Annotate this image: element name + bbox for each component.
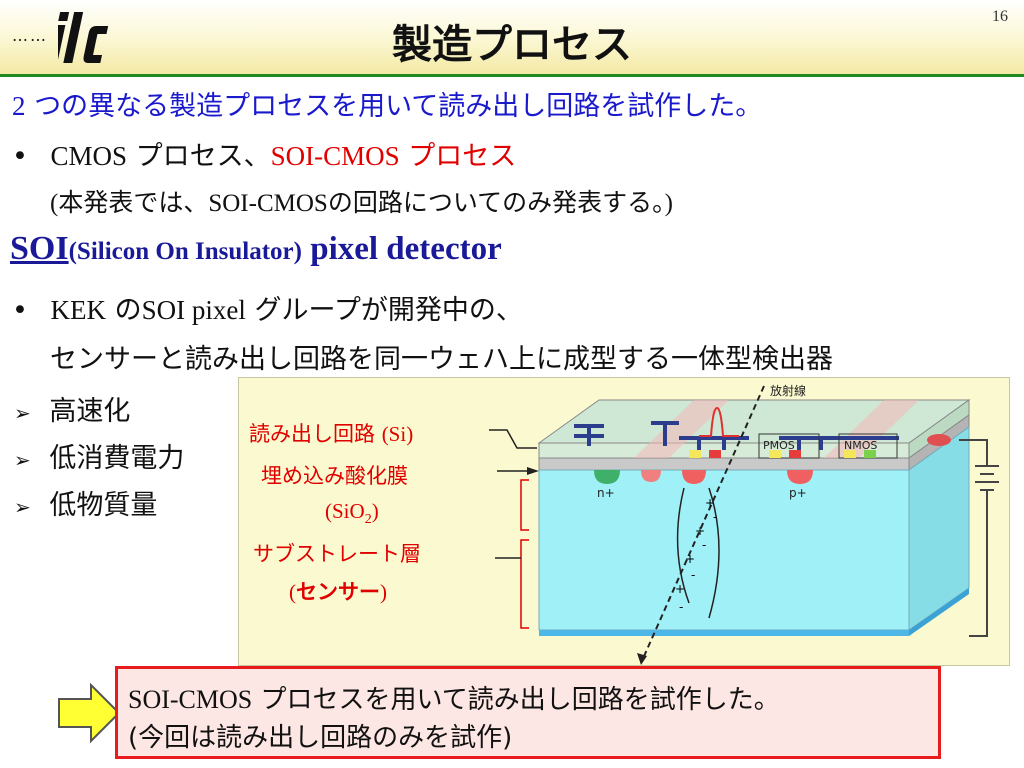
substrate-front bbox=[538, 469, 910, 631]
callout-soi-cmos: SOI-CMOS bbox=[128, 685, 253, 714]
soi-heading-soi: SOI bbox=[10, 230, 69, 267]
page-number: 16 bbox=[992, 8, 1008, 25]
paren-open: ( bbox=[50, 190, 59, 217]
substrate-label: サブストレート層 bbox=[253, 542, 421, 566]
carrier-plus: + bbox=[675, 582, 686, 596]
sensor-label: (センサー) bbox=[289, 576, 387, 606]
soi-cmos-label: SOI-CMOS bbox=[270, 141, 400, 171]
kek-label: KEK bbox=[50, 295, 107, 325]
doping-regions bbox=[689, 450, 876, 458]
soi-heading-rest: pixel detector bbox=[301, 231, 502, 267]
bias-battery-icon bbox=[959, 439, 999, 637]
layer-brackets bbox=[520, 479, 529, 629]
gate-electrode-3 bbox=[679, 436, 749, 450]
carrier-minus: - bbox=[713, 510, 718, 524]
callout-line-2: (今回は読み出し回路のみを試作) bbox=[128, 723, 513, 753]
header-divider bbox=[0, 74, 1024, 77]
pmos-label: PMOS bbox=[763, 439, 795, 452]
soi-heading-paren: (Silicon On Insulator) bbox=[68, 238, 302, 265]
sensor-text: センサー bbox=[296, 580, 380, 604]
buried-oxide-layer bbox=[538, 457, 910, 471]
note-soi-cmos: SOI-CMOS bbox=[208, 190, 328, 217]
gate-electrode-2 bbox=[651, 421, 679, 446]
carrier-plus: + bbox=[695, 524, 706, 538]
sio2-a: (SiO bbox=[325, 499, 365, 523]
arrow-bullet-icon: ➢ bbox=[14, 495, 31, 519]
buried-oxide-label: 埋め込み酸化膜 bbox=[261, 464, 408, 488]
bullet-kek: • KEK のSOI pixel グループが開発中の、 bbox=[12, 288, 523, 327]
radiation-label: 放射線 bbox=[770, 384, 807, 398]
soi-pixel-label: SOI pixel bbox=[141, 295, 246, 325]
ilc-logo-icon bbox=[58, 12, 109, 63]
nmos-label: NMOS bbox=[844, 439, 878, 452]
sio2-b: ) bbox=[371, 499, 379, 523]
carrier-drift-arrows bbox=[676, 487, 720, 619]
readout-label-text: 読み出し回路 bbox=[249, 422, 382, 446]
bullet-cmos-note: (本発表では、SOI-CMOSの回路についてのみ発表する。) bbox=[50, 183, 673, 219]
p-plus-implant bbox=[787, 470, 813, 484]
callout-line-1: SOI-CMOS プロセスを用いて読み出し回路を試作した。 bbox=[128, 679, 780, 716]
label-pointers bbox=[489, 429, 537, 559]
feature-label: 低物質量 bbox=[49, 490, 158, 521]
substrate-bottom-electrode-side bbox=[909, 588, 969, 636]
header-bar bbox=[0, 0, 1024, 74]
soi-cross-section-svg bbox=[489, 385, 999, 665]
soi-structure-diagram: 読み出し回路 (Si) 埋め込み酸化膜 (SiO2) サブストレート層 (センサ… bbox=[238, 377, 1010, 666]
carrier-minus: - bbox=[679, 600, 684, 614]
sio2-formula: (SiO2) bbox=[325, 499, 379, 528]
arrow-bullet-icon: ➢ bbox=[14, 448, 31, 472]
carrier-plus: + bbox=[685, 552, 696, 566]
feature-item: ➢ 低物質量 bbox=[14, 483, 157, 522]
soi-process-label: プロセス bbox=[399, 141, 517, 172]
intro-line: 2 つの異なる製造プロセスを用いて読み出し回路を試作した。 bbox=[12, 84, 762, 123]
carrier-plus: + bbox=[705, 496, 716, 510]
note-text: 本発表では、 bbox=[58, 188, 209, 217]
radiation-band-right bbox=[824, 400, 919, 458]
process-label: プロセス、 bbox=[127, 141, 271, 172]
bullet-marker: • bbox=[12, 295, 28, 326]
signal-pulse-icon bbox=[699, 406, 739, 437]
kek-rest: グループが開発中の、 bbox=[245, 295, 523, 326]
readout-contact bbox=[927, 434, 951, 446]
sensor-paren-close: ) bbox=[380, 580, 387, 604]
feature-item: ➢ 低消費電力 bbox=[14, 436, 184, 475]
bullet-cmos: • CMOS プロセス、SOI-CMOS プロセス bbox=[12, 134, 516, 173]
bullet-kek-line2: センサーと読み出し回路を同一ウェハ上に成型する一体型検出器 bbox=[50, 344, 833, 375]
feature-label: 低消費電力 bbox=[49, 443, 185, 474]
n-plus-label: n+ bbox=[597, 486, 615, 500]
radiation-arrowhead-icon bbox=[637, 653, 647, 665]
readout-circuit-label: 読み出し回路 (Si) bbox=[249, 418, 413, 448]
bullet-marker: • bbox=[12, 141, 28, 172]
p-implant-2 bbox=[682, 470, 706, 484]
callout-line-1-text: プロセスを用いて読み出し回路を試作した。 bbox=[252, 685, 780, 715]
soi-heading: SOI(Silicon On Insulator) pixel detector bbox=[10, 230, 502, 268]
radiation-band-left bbox=[634, 400, 729, 458]
radiation-track bbox=[640, 385, 765, 664]
substrate-bottom-electrode bbox=[539, 630, 909, 636]
arrow-bullet-icon: ➢ bbox=[14, 401, 31, 425]
carrier-minus: - bbox=[702, 538, 707, 552]
kek-no: の bbox=[106, 295, 142, 326]
gate-electrode-1 bbox=[574, 424, 604, 446]
intro-text: つの異なる製造プロセスを用いて読み出し回路を試作した。 bbox=[25, 91, 763, 122]
sio2-subscript: 2 bbox=[364, 512, 372, 528]
p-plus-label: p+ bbox=[789, 486, 807, 500]
n-plus-implant bbox=[594, 470, 620, 484]
yellow-arrow-icon bbox=[58, 683, 121, 743]
cmos-label: CMOS bbox=[50, 141, 128, 171]
carrier-minus: - bbox=[691, 568, 696, 582]
sensor-paren-open: ( bbox=[289, 580, 296, 604]
note-rest: の回路についてのみ発表する。 bbox=[327, 188, 665, 217]
pointer-arrowhead-icon bbox=[527, 467, 539, 475]
feature-item: ➢ 高速化 bbox=[14, 389, 130, 428]
paren-close: ) bbox=[664, 190, 673, 217]
logo-dots: …… bbox=[12, 26, 48, 45]
intro-number: 2 bbox=[12, 91, 26, 121]
gate-electrode-4 bbox=[779, 436, 899, 450]
feature-label: 高速化 bbox=[49, 396, 131, 427]
page-title: 製造プロセス bbox=[392, 22, 632, 68]
summary-callout: SOI-CMOS プロセスを用いて読み出し回路を試作した。 (今回は読み出し回路… bbox=[115, 666, 941, 759]
readout-si-text: (Si) bbox=[381, 422, 414, 446]
p-implant-1 bbox=[641, 470, 661, 482]
